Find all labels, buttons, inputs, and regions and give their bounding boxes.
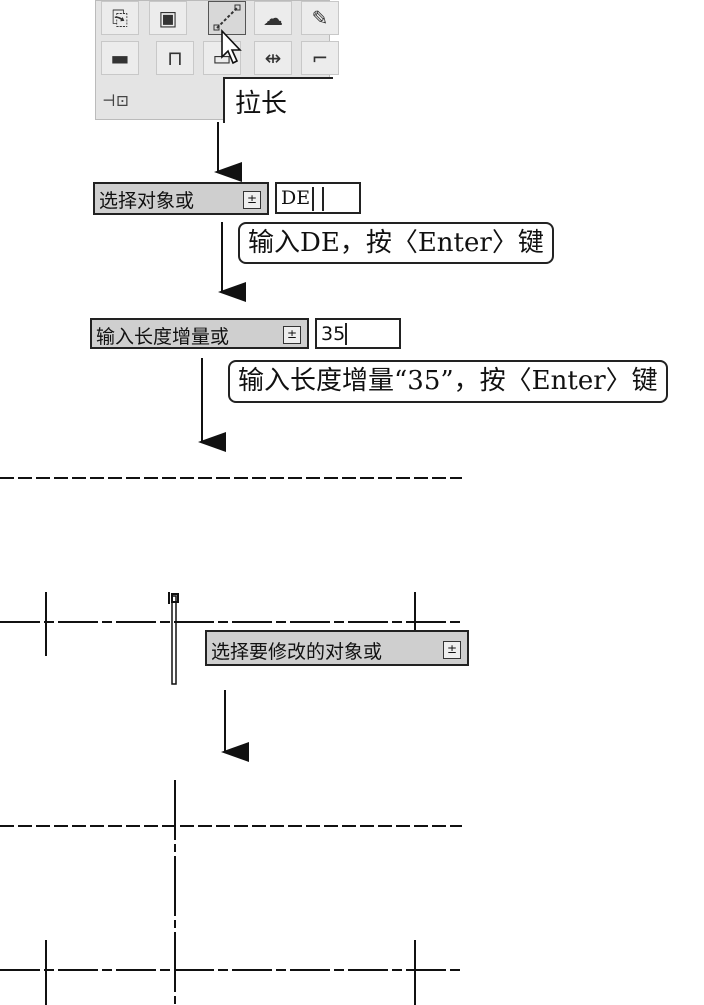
command-prompt: 输入长度增量或 ± bbox=[90, 318, 309, 349]
command-prompt: 选择要修改的对象或 ± bbox=[205, 630, 469, 666]
freehand-icon[interactable]: ✎ bbox=[301, 1, 339, 35]
revision-cloud-icon[interactable]: ☁ bbox=[254, 1, 292, 35]
break-icon[interactable]: ⊓ bbox=[156, 41, 194, 75]
cursor-arrow-icon bbox=[221, 29, 242, 65]
pin-icon[interactable]: ⊣⊡ bbox=[102, 91, 130, 110]
copy-layer-icon[interactable]: ▣ bbox=[149, 1, 187, 35]
prompt-text: 选择要修改的对象或 bbox=[211, 641, 383, 663]
align-icon[interactable]: ▬ bbox=[101, 41, 139, 75]
selected-line bbox=[171, 595, 177, 685]
instruction-callout: 输入DE，按〈Enter〉键 bbox=[238, 222, 554, 264]
instruction-callout: 输入长度增量“35”，按〈Enter〉键 bbox=[228, 360, 668, 403]
input-value: DE bbox=[281, 187, 311, 209]
modify-toolbar: ⎘ ▣ ☁ ✎ ▬ ⊓ ▭ ⇹ ⌐ ⊣⊡ 拉长 bbox=[95, 0, 339, 123]
dropdown-icon[interactable]: ± bbox=[283, 326, 301, 344]
prompt-text: 输入长度增量或 bbox=[96, 326, 230, 348]
chamfer-icon[interactable]: ⌐ bbox=[301, 41, 339, 75]
dropdown-icon[interactable]: ± bbox=[443, 641, 461, 659]
command-input[interactable]: DE bbox=[275, 182, 361, 214]
dropdown-icon[interactable]: ± bbox=[243, 191, 261, 209]
command-input[interactable]: 35 bbox=[315, 318, 401, 349]
pick-cursor-icon bbox=[168, 592, 179, 604]
tooltip: 拉长 bbox=[223, 77, 333, 123]
lengthen-icon[interactable] bbox=[208, 1, 246, 35]
command-prompt: 选择对象或 ± bbox=[93, 182, 269, 215]
tooltip-text: 拉长 bbox=[235, 89, 288, 119]
match-properties-icon[interactable]: ⎘ bbox=[101, 1, 139, 35]
join-icon[interactable]: ⇹ bbox=[254, 41, 292, 75]
input-value: 35 bbox=[321, 323, 348, 345]
prompt-text: 选择对象或 bbox=[99, 190, 195, 212]
